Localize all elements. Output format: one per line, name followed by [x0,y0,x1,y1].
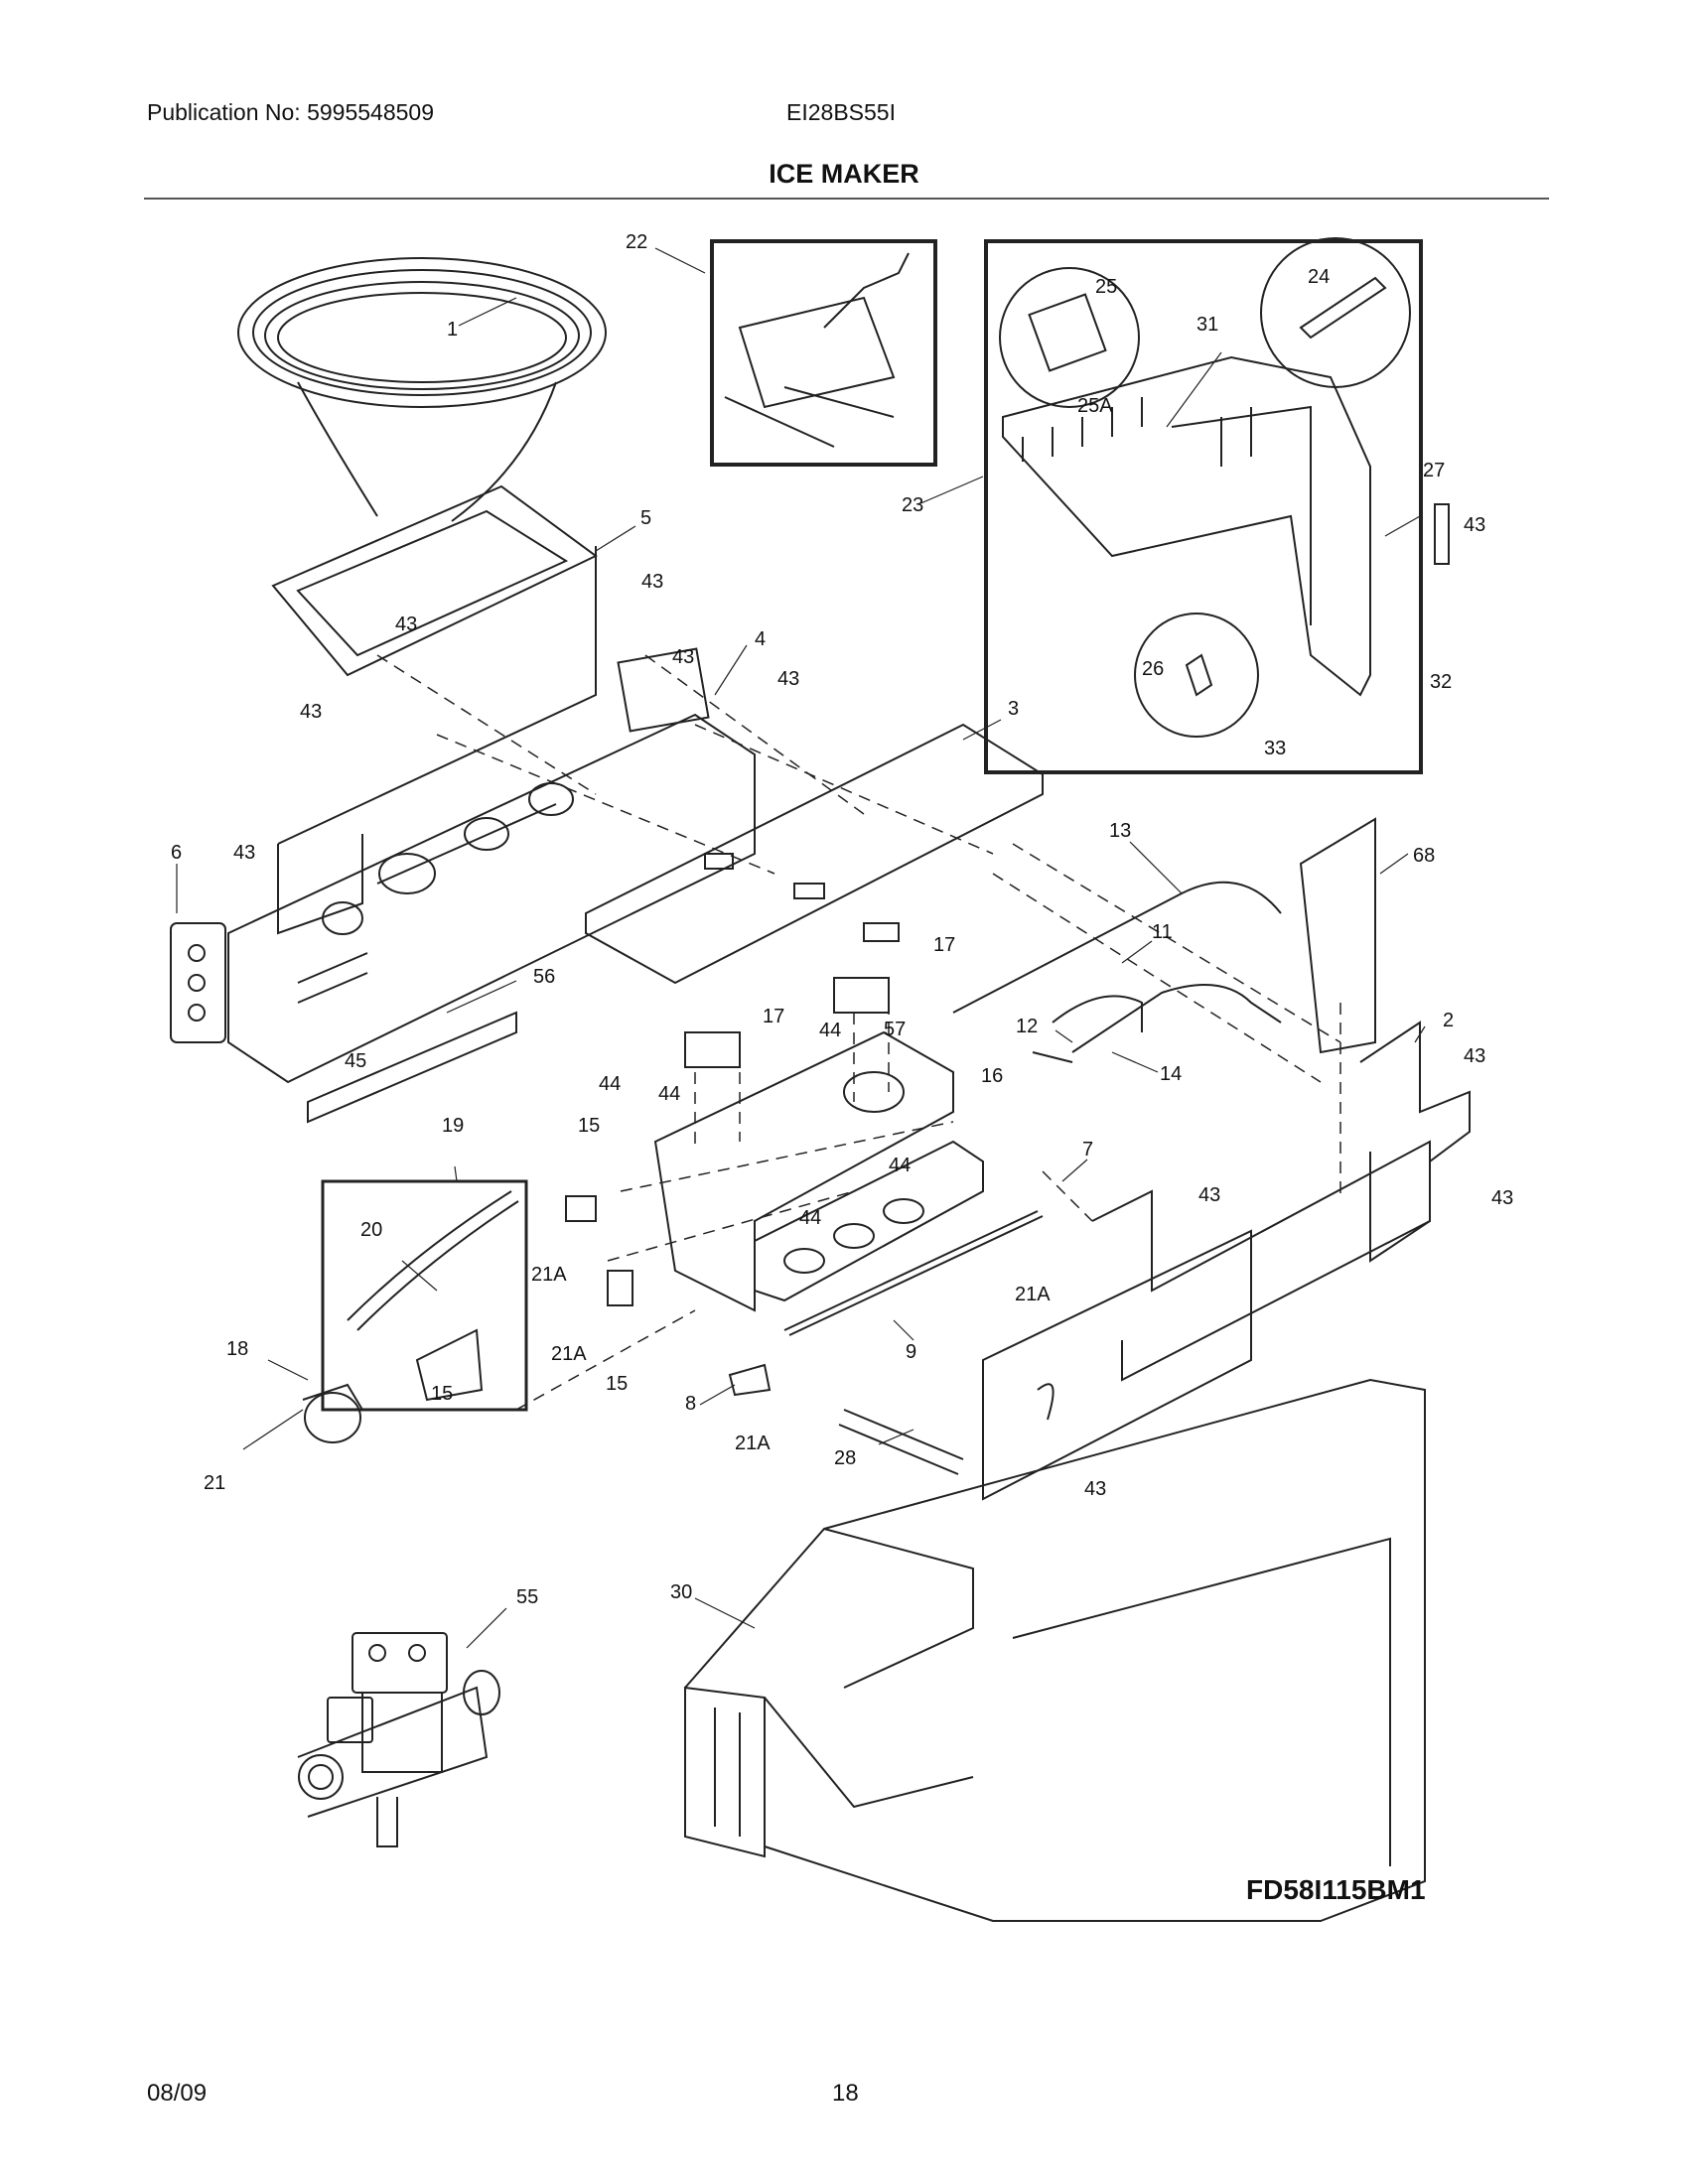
callout-20: 20 [360,1219,382,1241]
callout-2: 2 [1443,1010,1454,1031]
callout-5: 5 [640,507,651,529]
callout-43g: 43 [1464,514,1485,536]
callout-15b: 15 [606,1373,628,1395]
end-cap [170,922,226,1043]
callout-31: 31 [1196,314,1218,336]
model-number: EI28BS55I [786,99,896,125]
callout-25: 25 [1095,276,1117,298]
callout-44a: 44 [819,1020,841,1041]
callout-3: 3 [1008,698,1019,720]
diagram-code: FD58I115BM1 [1246,1874,1426,1905]
sensor-kit-box [710,239,937,467]
callout-43e: 43 [300,701,322,723]
callout-6: 6 [171,842,182,864]
publication-number: Publication No: 5995548509 [147,99,435,125]
callout-24: 24 [1308,266,1330,288]
callout-68: 68 [1413,845,1435,867]
callout-21a-b: 21A [551,1343,587,1365]
callout-21: 21 [204,1472,225,1494]
callout-23: 23 [902,494,923,516]
header-divider [144,198,1549,200]
callout-8: 8 [685,1393,696,1415]
callout-21a-c: 21A [1015,1284,1051,1305]
page-number: 18 [832,2080,859,2107]
inset-box-19 [321,1179,528,1412]
callout-43k: 43 [1084,1478,1106,1500]
callout-33: 33 [1264,738,1286,759]
callout-55: 55 [516,1586,538,1608]
callout-21a-d: 21A [735,1433,771,1454]
callout-43a: 43 [395,614,417,635]
callout-7: 7 [1082,1139,1093,1160]
callout-43h: 43 [1464,1045,1485,1067]
callout-45: 45 [345,1050,366,1072]
callout-44d: 44 [889,1155,911,1176]
callout-56: 56 [533,966,555,988]
callout-43j: 43 [1198,1184,1220,1206]
callout-17b: 17 [763,1006,784,1027]
callout-43b: 43 [641,571,663,593]
callout-44e: 44 [799,1207,821,1229]
callout-43d: 43 [777,668,799,690]
callout-12: 12 [1016,1016,1038,1037]
callout-15c: 15 [431,1383,453,1405]
tubing-coil [237,257,607,522]
callout-21a-a: 21A [531,1264,567,1286]
callout-17a: 17 [933,934,955,956]
callout-18: 18 [226,1338,248,1360]
section-title: ICE MAKER [769,159,919,189]
callout-1: 1 [447,319,458,341]
callout-22: 22 [626,231,647,253]
callout-labels: 1 2 3 4 5 6 7 8 9 11 12 13 14 15 15 15 1… [171,231,1513,1608]
callout-11: 11 [1152,921,1173,943]
callout-13: 13 [1109,820,1131,842]
footer-date: 08/09 [147,2080,208,2107]
callout-43c: 43 [672,646,694,668]
callout-28: 28 [834,1447,856,1469]
callout-44c: 44 [658,1083,680,1105]
callout-30: 30 [670,1581,692,1603]
callout-14: 14 [1160,1063,1182,1085]
callout-27: 27 [1423,460,1445,481]
callout-15a: 15 [578,1115,600,1137]
callout-19: 19 [442,1115,464,1137]
callout-25a: 25A [1077,395,1113,417]
callout-4: 4 [755,628,766,650]
icemaker-assembly-box [984,239,1423,774]
callout-32: 32 [1430,671,1452,693]
callout-44b: 44 [599,1073,621,1095]
callout-43f: 43 [233,842,255,864]
callout-43i: 43 [1491,1187,1513,1209]
callout-57: 57 [884,1019,906,1040]
callout-9: 9 [906,1341,916,1363]
callout-26: 26 [1142,658,1164,680]
callout-16: 16 [981,1065,1003,1087]
